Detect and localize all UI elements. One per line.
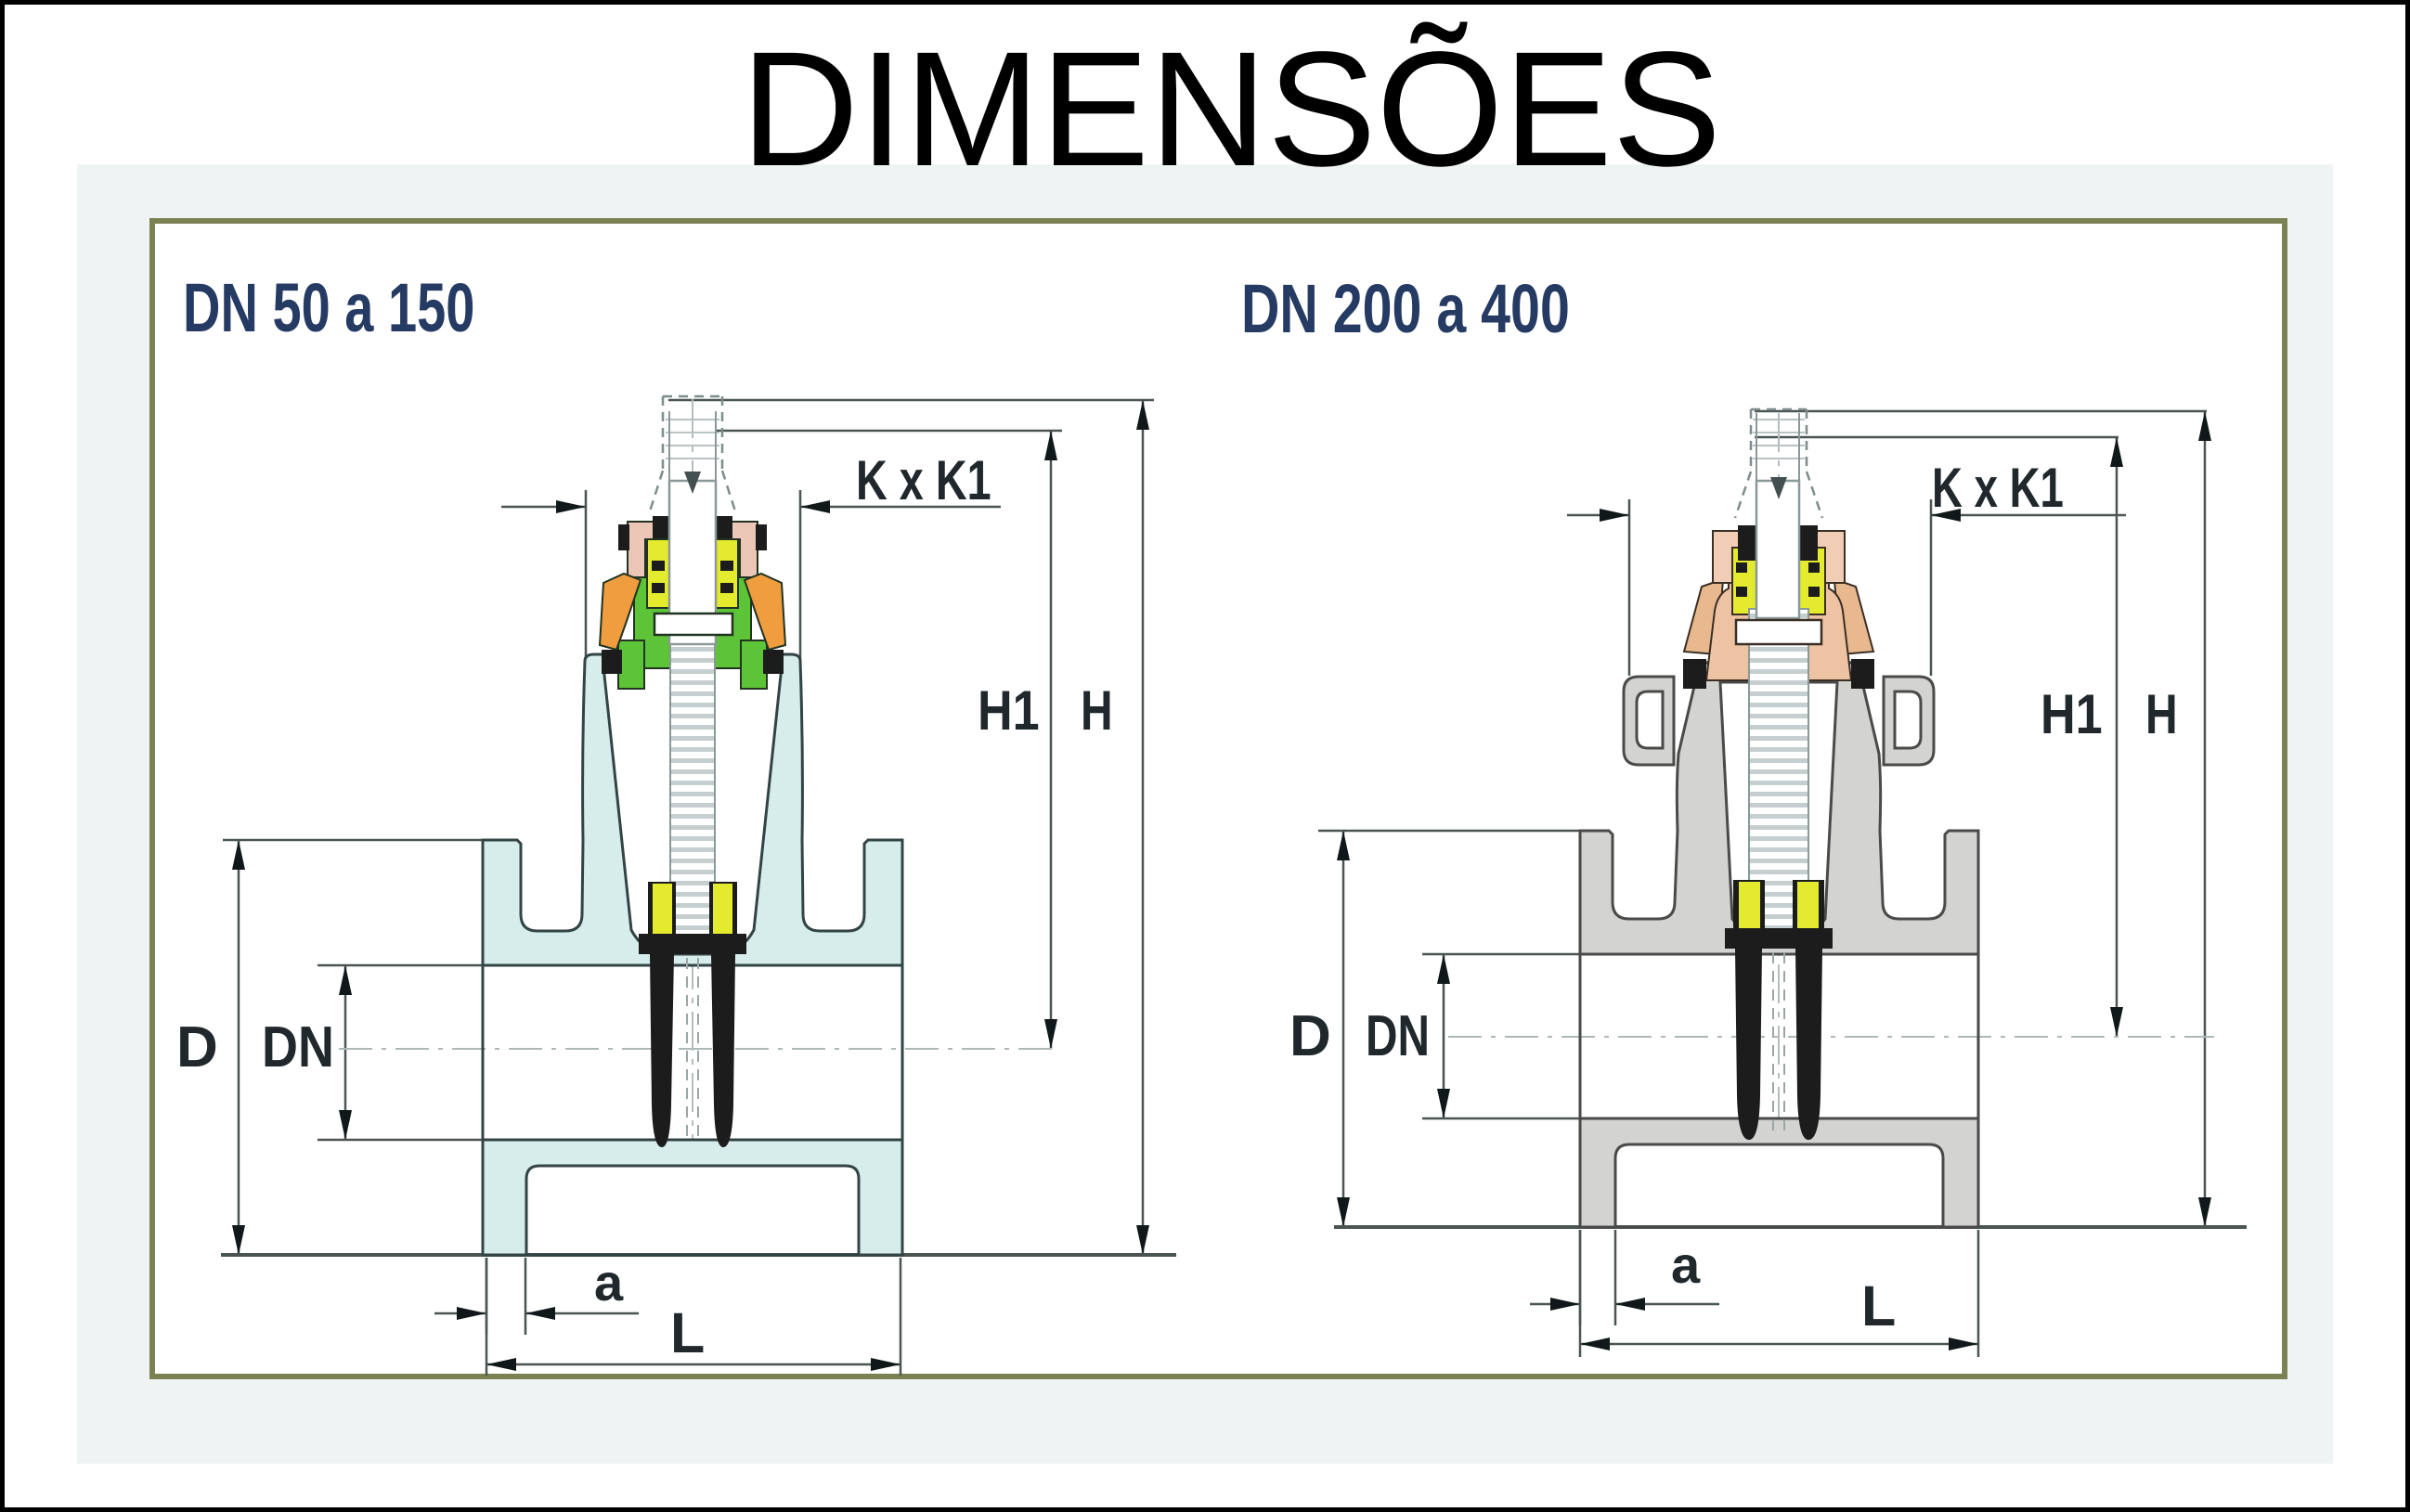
svg-text:L: L [670,1301,705,1364]
svg-text:L: L [1861,1274,1896,1338]
svg-text:a: a [594,1253,624,1312]
svg-text:H1: H1 [978,679,1040,742]
svg-text:D: D [176,1015,218,1079]
svg-text:DN 50 a 150: DN 50 a 150 [183,269,474,345]
svg-text:DN: DN [262,1015,334,1079]
svg-text:H: H [2145,683,2178,745]
svg-text:a: a [1671,1235,1701,1294]
svg-text:H1: H1 [2041,683,2103,745]
svg-text:DN 200 a 400: DN 200 a 400 [1241,271,1570,348]
svg-text:D: D [1289,1004,1331,1068]
svg-text:K x K1: K x K1 [856,449,991,511]
svg-text:K x K1: K x K1 [1932,458,2064,519]
svg-text:DN: DN [1366,1003,1430,1067]
svg-text:H: H [1081,679,1113,742]
